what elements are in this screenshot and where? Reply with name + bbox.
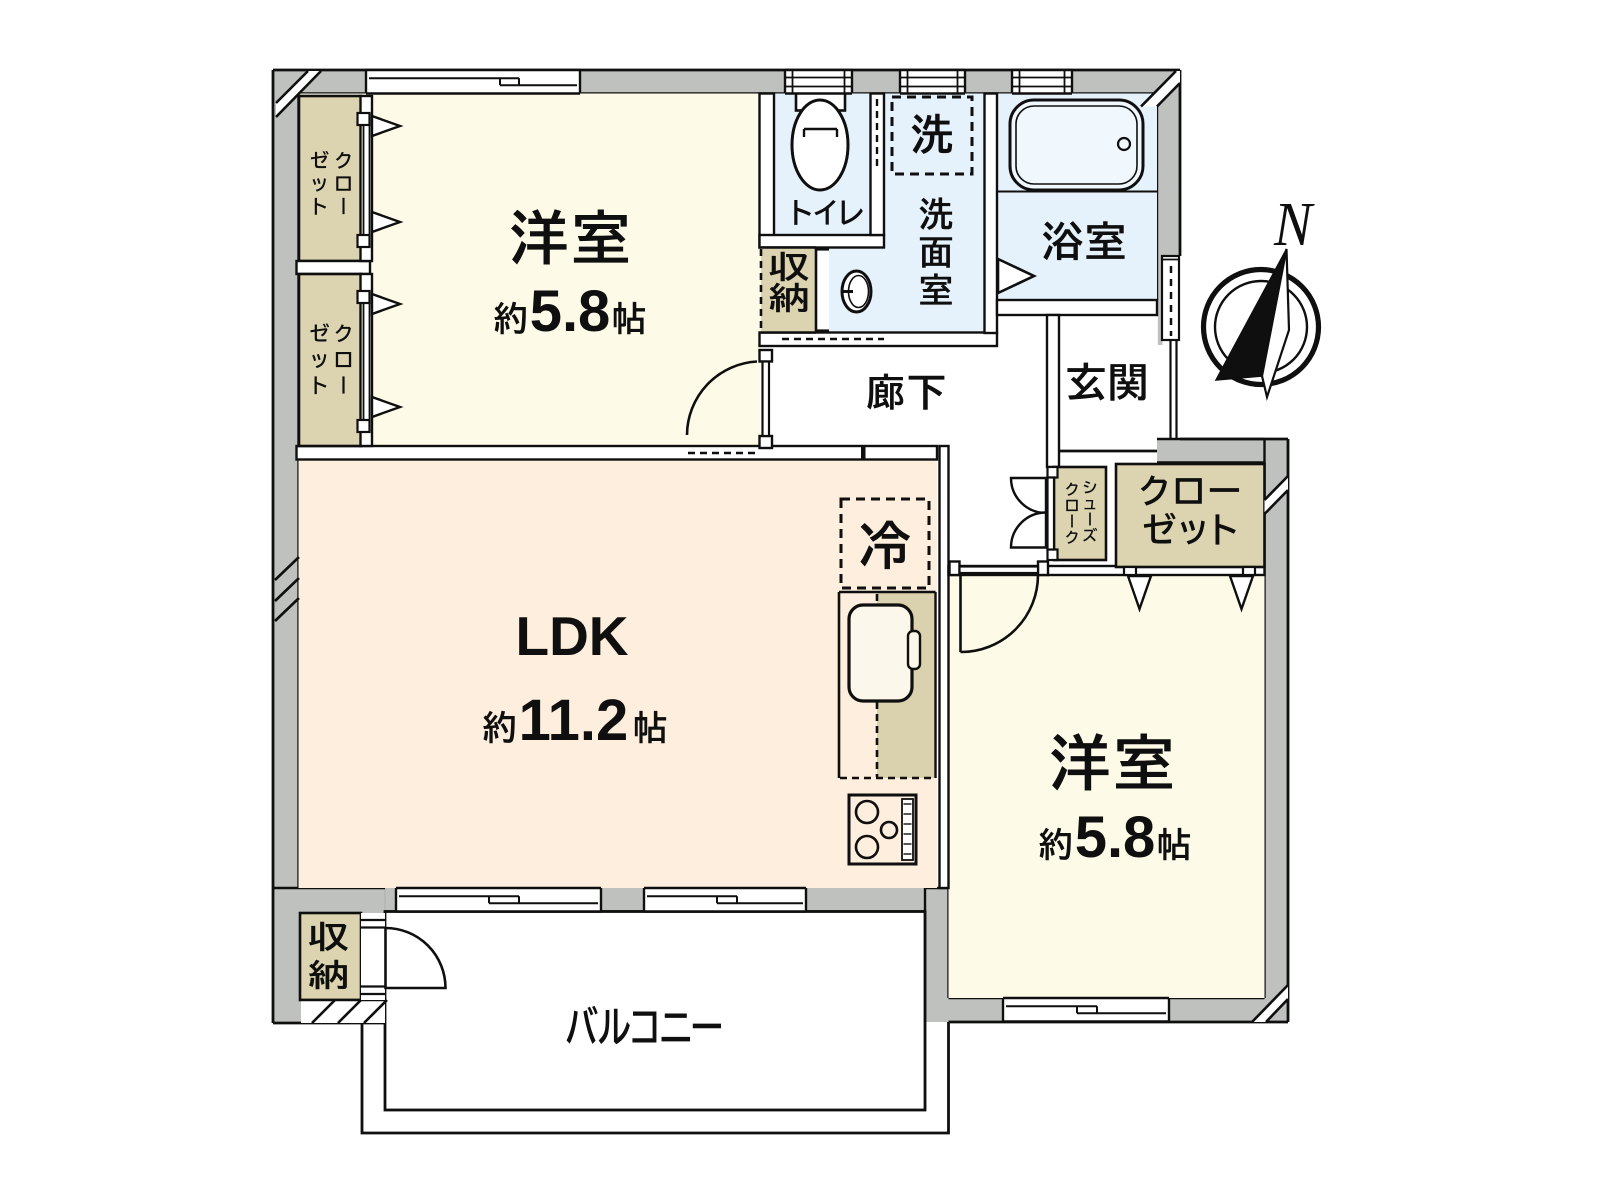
svg-text:5.8: 5.8 <box>530 279 611 344</box>
svg-text:5.8: 5.8 <box>1075 805 1156 870</box>
svg-text:N: N <box>1273 191 1315 259</box>
svg-text:LDK: LDK <box>515 605 628 667</box>
svg-text:11.2: 11.2 <box>519 688 629 753</box>
